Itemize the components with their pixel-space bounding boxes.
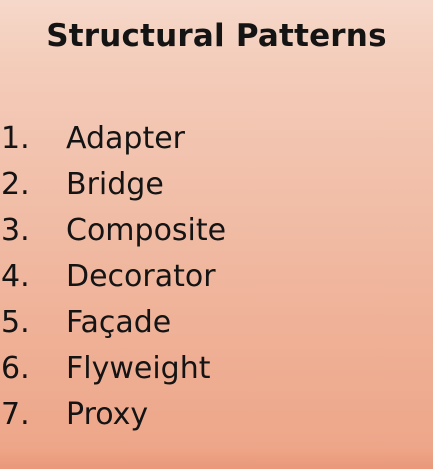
list-number: 4. xyxy=(1,259,30,294)
list-number: 2. xyxy=(1,167,30,202)
list-number: 1. xyxy=(1,121,30,156)
list-label: Proxy xyxy=(66,397,149,432)
list-label: Adapter xyxy=(66,121,186,156)
list-label: Composite xyxy=(66,213,227,248)
bottom-band xyxy=(0,448,433,469)
title-band xyxy=(0,0,433,72)
list-number: 5. xyxy=(1,305,30,340)
list-item: 4. Decorator xyxy=(0,254,226,300)
list-item: 2. Bridge xyxy=(0,162,226,208)
pattern-list: 1. Adapter 2. Bridge 3. Composite 4. Dec… xyxy=(0,116,226,438)
list-number: 6. xyxy=(1,351,30,386)
list-label: Flyweight xyxy=(66,351,211,386)
list-label: Bridge xyxy=(66,167,164,202)
list-item: 5. Façade xyxy=(0,300,226,346)
list-item: 3. Composite xyxy=(0,208,226,254)
list-label: Façade xyxy=(66,305,172,340)
list-item: 7. Proxy xyxy=(0,392,226,438)
list-label: Decorator xyxy=(66,259,216,294)
list-item: 6. Flyweight xyxy=(0,346,226,392)
list-number: 3. xyxy=(1,213,30,248)
slide-title: Structural Patterns xyxy=(46,18,387,54)
list-item: 1. Adapter xyxy=(0,116,226,162)
list-number: 7. xyxy=(1,397,30,432)
